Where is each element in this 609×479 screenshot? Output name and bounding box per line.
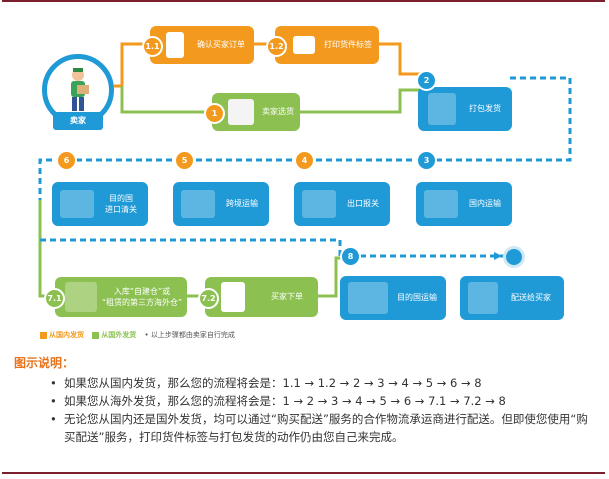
legend-domestic: 从国内发货	[49, 331, 84, 339]
packing-icon	[428, 93, 456, 125]
step-8-destination-transport: 目的国运输	[340, 276, 446, 320]
order-form-icon	[221, 282, 245, 312]
warehouse-icon	[228, 99, 254, 125]
legend: 从国内发货 从国外发货 • 以上步骤都由卖家自行完成	[40, 330, 241, 340]
step-1-2-label: 打印货件标签	[324, 40, 372, 49]
note-item: 如果您从海外发货，那么您的流程将会是：1 → 2 → 3 → 4 → 5 → 6…	[50, 392, 590, 410]
step-7-2-label: 买家下单	[271, 292, 303, 301]
checklist-icon	[166, 32, 184, 58]
step-1-1-confirm-order: 确认买家订单	[150, 26, 254, 64]
badge-8: 8	[340, 246, 361, 267]
step-2-label: 打包发货	[469, 104, 501, 113]
legend-overseas-swatch	[92, 331, 100, 339]
step-6-import-clearance: 目的国 进口清关	[52, 182, 148, 226]
warehouse-boxes-icon	[65, 282, 97, 312]
step-1-1-label: 确认买家订单	[197, 40, 245, 49]
person-with-box-icon	[71, 68, 89, 111]
step-6-label-line1: 目的国	[109, 194, 133, 203]
badge-1: 1	[204, 103, 225, 124]
step-5-label: 跨境运输	[226, 199, 258, 208]
badge-2: 2	[416, 70, 437, 91]
flow-lines	[38, 42, 572, 298]
step-7-1-warehouse: 入库“自建仓”或 “租赁的第三方海外仓”	[55, 277, 187, 317]
step-5-cross-border: 跨境运输	[173, 182, 269, 226]
step-4-label: 出口报关	[347, 199, 379, 208]
step-3-label: 国内运输	[469, 199, 501, 208]
delivery-person-icon	[468, 282, 498, 314]
step-7-2-buyer-order: 买家下单	[205, 277, 318, 317]
badge-5: 5	[174, 150, 195, 171]
legend-note: • 以上步骤都由卖家自行完成	[144, 331, 235, 339]
shared-path-2	[40, 238, 506, 258]
step-6-label-line2: 进口清关	[105, 205, 137, 214]
trucks-icon	[348, 282, 388, 314]
step-2-pack-ship: 打包发货	[418, 87, 512, 131]
badge-6: 6	[56, 150, 77, 171]
step-4-export-customs: 出口报关	[294, 182, 390, 226]
step-deliver-to-buyer: 配送给买家	[460, 276, 564, 320]
badge-4: 4	[294, 150, 315, 171]
legend-domestic-swatch	[40, 331, 47, 339]
truck-icon	[424, 190, 458, 218]
step-7-1-label-line1: 入库“自建仓”或	[113, 287, 171, 296]
step-1-seller-select: 卖家选货	[212, 93, 300, 131]
clearance-icon	[60, 190, 94, 218]
notes-title: 图示说明：	[14, 356, 75, 370]
step-7-1-label-line2: “租赁的第三方海外仓”	[101, 298, 183, 307]
shared-path	[38, 76, 572, 292]
badge-1-2: 1.2	[266, 36, 287, 57]
note-item: 无论您从国内还是国外发货，均可以通过“购买配送”服务的合作物流承运商进行配送。但…	[50, 410, 590, 446]
printer-icon	[293, 36, 315, 54]
badge-3: 3	[416, 150, 437, 171]
step-8-label: 目的国运输	[397, 293, 437, 302]
legend-overseas: 从国外发货	[101, 331, 137, 339]
customs-desk-icon	[302, 190, 336, 218]
step-1-2-print-label: 打印货件标签	[275, 26, 379, 64]
seller-label: 卖家	[53, 112, 103, 130]
step-3-domestic-transport: 国内运输	[416, 182, 512, 226]
globe-icon	[503, 246, 525, 268]
notes-list: 如果您从国内发货，那么您的流程将会是：1.1 → 1.2 → 2 → 3 → 4…	[50, 374, 590, 446]
deliver-label: 配送给买家	[511, 293, 551, 302]
badge-7-1: 7.1	[44, 288, 65, 309]
overseas-path-1	[120, 86, 420, 114]
badge-1-1: 1.1	[142, 36, 163, 57]
frame-border	[2, 0, 605, 474]
step-1-label: 卖家选货	[262, 107, 294, 116]
airplane-ship-icon	[181, 190, 215, 218]
note-item: 如果您从国内发货，那么您的流程将会是：1.1 → 1.2 → 2 → 3 → 4…	[50, 374, 590, 392]
badge-7-2: 7.2	[198, 288, 219, 309]
